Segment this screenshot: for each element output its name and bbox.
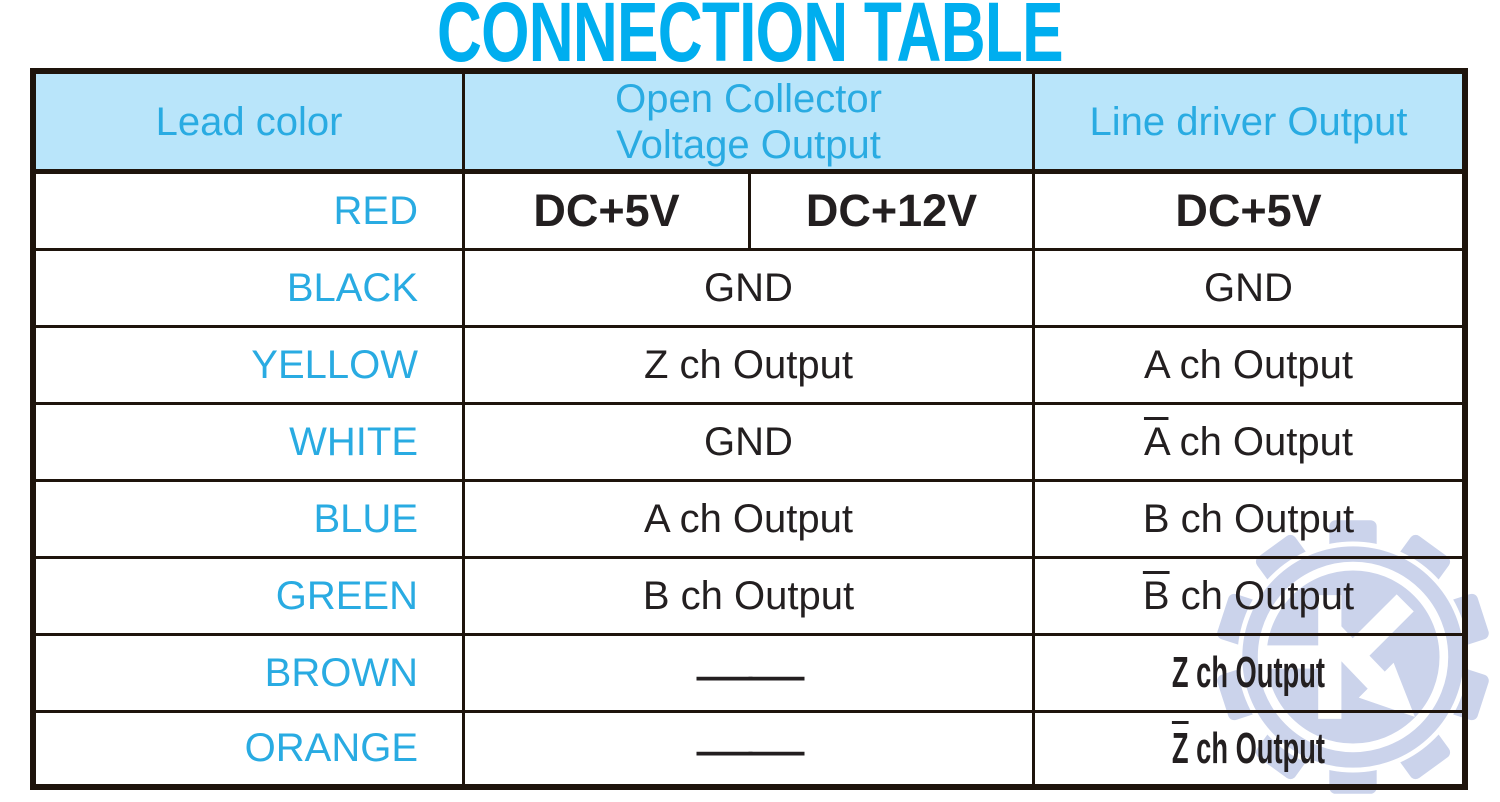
cell-yellow-oc: Z ch Output xyxy=(465,328,1035,405)
cell-yellow-line-driver: A ch Output xyxy=(1035,328,1462,405)
cell-white-oc: GND xyxy=(465,405,1035,482)
cell-black-line-driver: GND xyxy=(1035,251,1462,328)
cell-blue-line-driver: B ch Output xyxy=(1035,482,1462,559)
cell-white-line-driver: A ch Output xyxy=(1035,405,1462,482)
connection-table: Lead color Open Collector Voltage Output… xyxy=(30,68,1468,790)
header-cell-open-collector: Open Collector Voltage Output xyxy=(465,74,1035,174)
cell-brown-oc: —— xyxy=(465,636,1035,713)
cell-blue-oc: A ch Output xyxy=(465,482,1035,559)
cell-black-oc: GND xyxy=(465,251,1035,328)
gear-k-arrow-watermark-icon xyxy=(1212,515,1494,799)
cell-red-oc-12v: DC+12V xyxy=(751,174,1035,251)
cell-green-oc: B ch Output xyxy=(465,559,1035,636)
cell-blue-lead: BLUE xyxy=(36,482,465,559)
cell-red-oc-5v: DC+5V xyxy=(465,174,751,251)
cell-orange-lead: ORANGE xyxy=(36,713,465,784)
cell-black-lead: BLACK xyxy=(36,251,465,328)
cell-brown-lead: BROWN xyxy=(36,636,465,713)
cell-brown-line-driver: Z ch Output xyxy=(1035,636,1462,713)
header-cell-lead-color: Lead color xyxy=(36,74,465,174)
header-cell-line-driver: Line driver Output xyxy=(1035,74,1462,174)
cell-orange-oc: —— xyxy=(465,713,1035,784)
cell-yellow-lead: YELLOW xyxy=(36,328,465,405)
cell-green-lead: GREEN xyxy=(36,559,465,636)
cell-red-line-driver: DC+5V xyxy=(1035,174,1462,251)
cell-green-line-driver: B ch Output xyxy=(1035,559,1462,636)
page-title: CONNECTION TABLE xyxy=(437,0,1064,79)
cell-red-lead: RED xyxy=(36,174,465,251)
cell-white-lead: WHITE xyxy=(36,405,465,482)
cell-orange-line-driver: Z ch Output xyxy=(1171,723,1326,773)
